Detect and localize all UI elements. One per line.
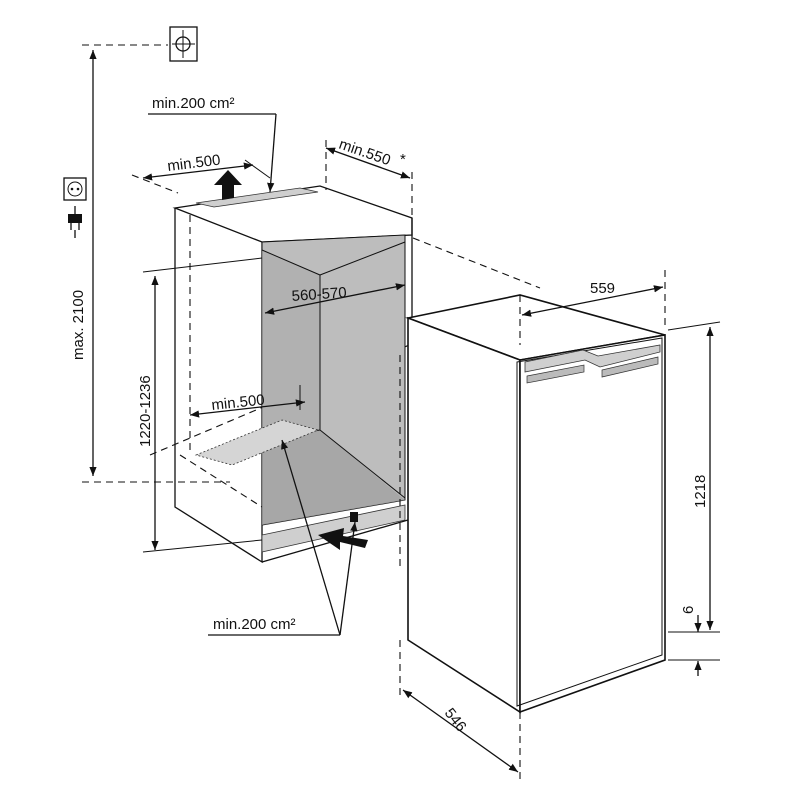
appliance-depth-label: 546 [441, 705, 470, 735]
appliance-width-label: 559 [590, 280, 615, 297]
power-plug-icon [68, 206, 82, 238]
niche-height-label: 1220-1236 [137, 375, 154, 447]
bottom-vent-dimension: min.200 cm² [208, 439, 358, 636]
top-depth-label: min.500 [166, 152, 221, 175]
appliance-body [399, 294, 666, 714]
max-height-label: max. 2100 [70, 290, 87, 360]
top-vent-label: min.200 cm² [152, 95, 235, 112]
drilling-target-icon [169, 26, 198, 62]
power-socket-icon [63, 177, 87, 201]
niche-width-dimension: 560-570 [264, 283, 406, 315]
appliance-gap-dimension: 6 [668, 606, 720, 676]
top-vent-dimension: min.200 cm² [148, 95, 277, 193]
appliance-depth-dimension: 546 [402, 689, 521, 780]
niche-height-dimension: 1220-1236 [137, 257, 263, 553]
top-depth-dimension: min.500 [142, 152, 271, 181]
appliance-gap-label: 6 [680, 606, 697, 614]
floor-depth-dimension: min.500 [189, 385, 306, 418]
niche-width-label: 560-570 [291, 284, 347, 305]
bottom-vent-label: min.200 cm² [213, 616, 296, 633]
niche-depth-dimension: min.550 * [325, 136, 413, 218]
appliance-height-label: 1218 [692, 475, 709, 508]
niche-depth-label: min.550 [337, 136, 393, 169]
appliance-height-dimension: 1218 [667, 321, 721, 633]
asterisk-mark: * [400, 151, 406, 168]
max-height-dimension: max. 2100 [70, 44, 230, 483]
appliance-width-dimension: 559 [519, 270, 666, 345]
floor-depth-label: min.500 [211, 391, 266, 413]
